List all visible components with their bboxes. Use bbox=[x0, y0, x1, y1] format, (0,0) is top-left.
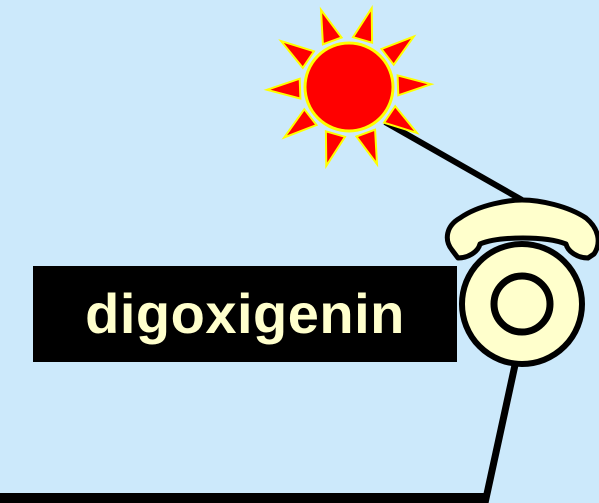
sun-ray bbox=[267, 79, 300, 99]
sun-ray bbox=[321, 10, 342, 44]
digoxigenin-label: digoxigenin bbox=[85, 286, 405, 342]
sun-ray bbox=[326, 131, 345, 166]
sun-ray bbox=[353, 8, 372, 43]
digoxigenin-label-box: digoxigenin bbox=[33, 266, 457, 362]
sun-ray bbox=[356, 130, 377, 164]
dial-inner-ring bbox=[494, 276, 550, 332]
sun-connector-line bbox=[385, 122, 522, 200]
sun-ray bbox=[398, 75, 431, 95]
sun-ray bbox=[284, 109, 316, 137]
telephone-icon bbox=[447, 200, 598, 364]
sun-ray bbox=[281, 41, 314, 68]
stem-connector-line bbox=[485, 365, 515, 503]
sun-ray bbox=[382, 37, 414, 65]
sun-icon bbox=[267, 8, 431, 166]
sun-disc bbox=[305, 43, 393, 131]
